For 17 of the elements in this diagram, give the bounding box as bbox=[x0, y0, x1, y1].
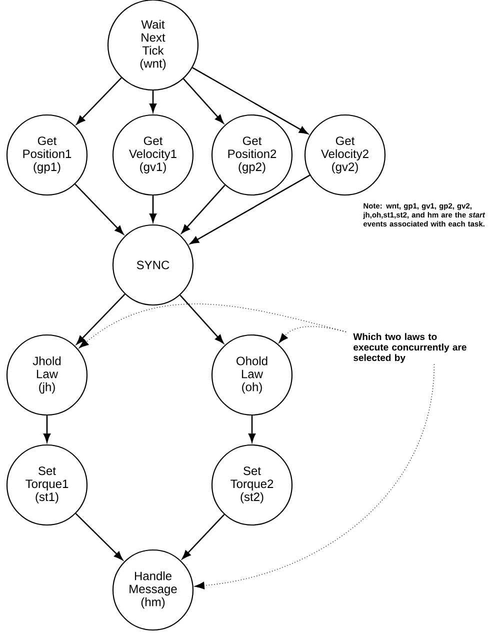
arrow bbox=[149, 90, 157, 112]
arrow bbox=[180, 294, 224, 344]
arrow bbox=[181, 184, 226, 234]
arrow bbox=[183, 78, 224, 124]
arrow bbox=[182, 514, 225, 560]
dotted-arrow bbox=[278, 326, 346, 344]
arrow bbox=[149, 196, 157, 222]
annotation-text: Which two laws to execute concurrently are selected by bbox=[353, 333, 466, 363]
dotted-arrow bbox=[194, 364, 435, 590]
arrow bbox=[192, 67, 308, 134]
arrow bbox=[43, 416, 51, 442]
arrow bbox=[190, 174, 310, 244]
arrow bbox=[74, 184, 124, 234]
arrow bbox=[76, 77, 122, 124]
arrow bbox=[75, 513, 123, 560]
arrow bbox=[76, 294, 126, 344]
arrow bbox=[248, 416, 256, 442]
